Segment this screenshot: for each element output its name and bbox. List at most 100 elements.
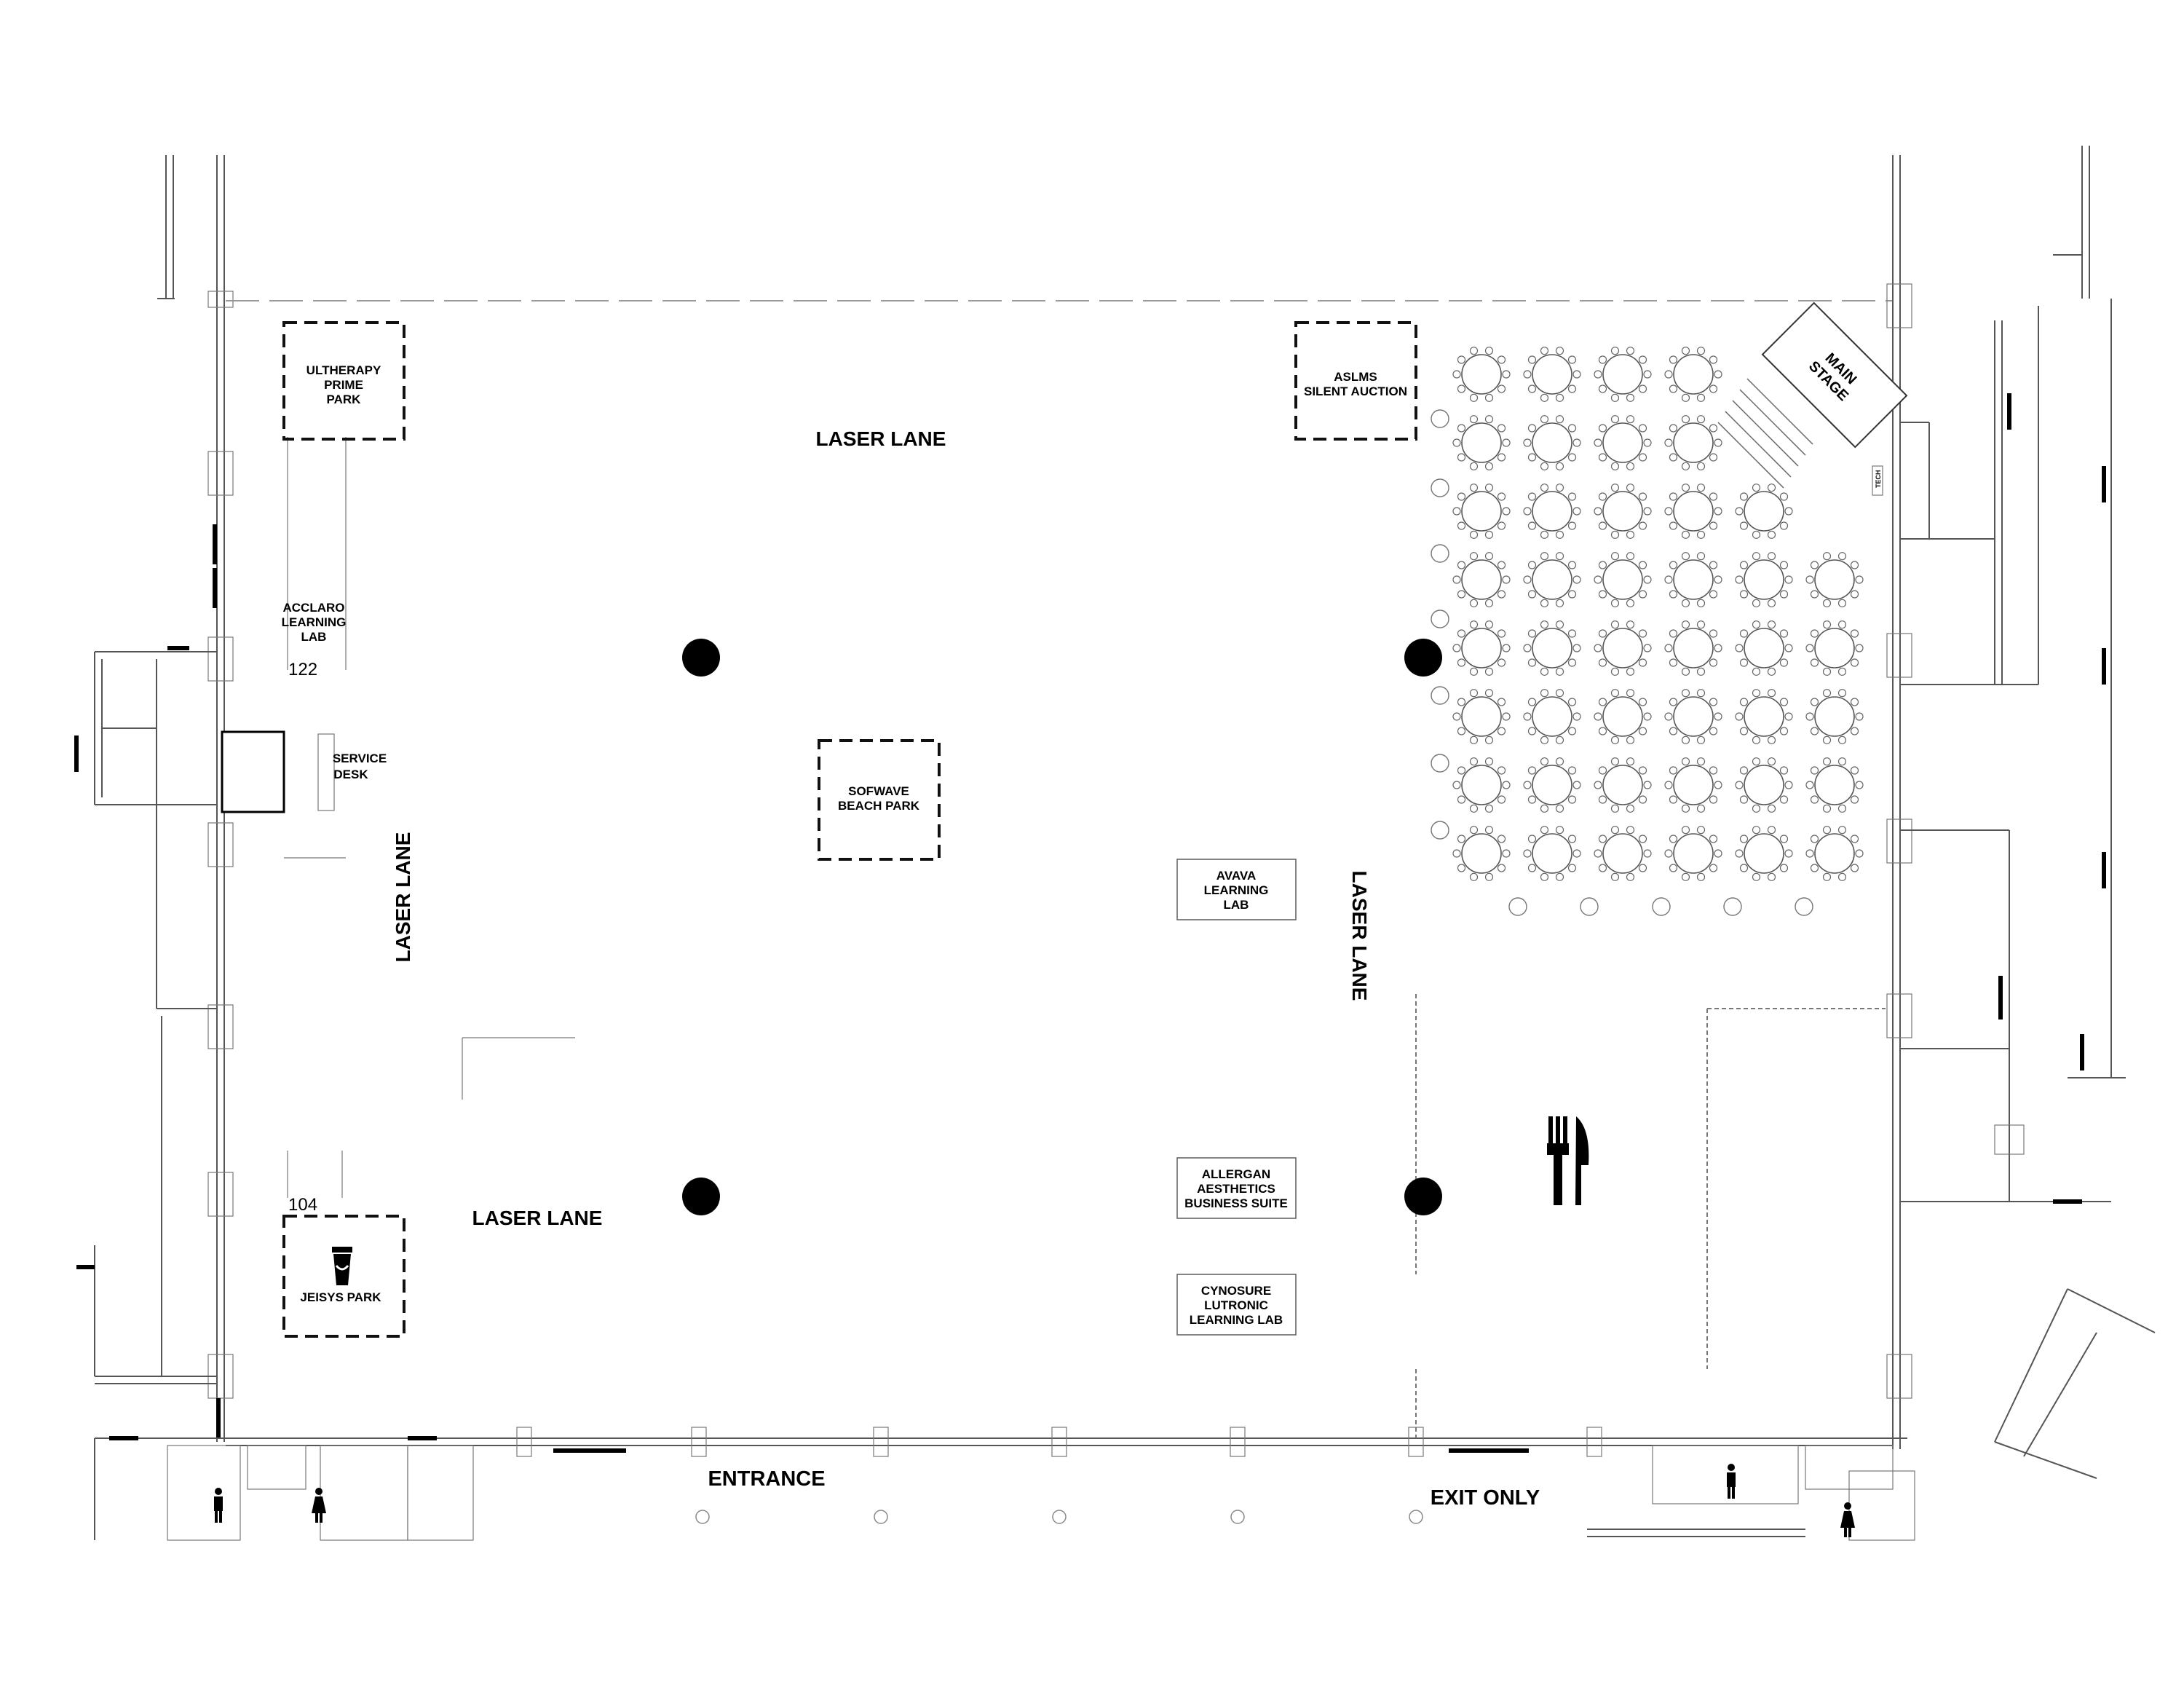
round-table — [1523, 689, 1581, 744]
restroom-women-icon — [1840, 1502, 1855, 1537]
fork-knife-icon — [1547, 1116, 1589, 1205]
round-table — [1594, 620, 1652, 676]
laser-lane-right: LASER LANE — [1348, 871, 1371, 1001]
round-table — [1523, 347, 1581, 402]
round-table — [1594, 415, 1652, 470]
zone-aslms[interactable] — [1294, 321, 1417, 441]
round-table — [1735, 757, 1793, 813]
laser-lane-left: LASER LANE — [392, 832, 414, 963]
round-table — [1664, 552, 1722, 607]
cocktail-table — [1795, 897, 1813, 916]
avava-label-3: LAB — [1224, 898, 1249, 912]
round-table — [1452, 347, 1511, 402]
coffee-cup-icon — [332, 1247, 352, 1285]
service-desk-label-1: SERVICE — [333, 752, 387, 765]
entrance-label: ENTRANCE — [708, 1467, 825, 1491]
cocktail-table — [1431, 754, 1449, 773]
stage-seating-rows — [1717, 378, 1813, 489]
exit-only-label: EXIT ONLY — [1431, 1486, 1540, 1510]
acclaro-label-3: LAB — [301, 630, 327, 644]
room-number-104: 104 — [288, 1195, 317, 1215]
cynosure-label-1: CYNOSURE — [1201, 1284, 1271, 1298]
building-walls — [74, 146, 2156, 1541]
allergan-label-3: BUSINESS SUITE — [1184, 1196, 1288, 1210]
round-table — [1523, 826, 1581, 881]
booth-cynosure[interactable] — [1176, 1274, 1297, 1336]
round-table — [1664, 826, 1722, 881]
laser-lane-top: LASER LANE — [816, 427, 946, 450]
round-table — [1805, 620, 1864, 676]
cocktail-table — [1431, 409, 1449, 428]
round-table — [1735, 826, 1793, 881]
round-table — [1594, 826, 1652, 881]
acclaro-label-2: LEARNING — [282, 615, 347, 629]
round-table — [1523, 552, 1581, 607]
zone-ultherapy[interactable] — [282, 321, 405, 441]
round-table — [1664, 347, 1722, 402]
round-table — [1523, 757, 1581, 813]
aslms-label-2: SILENT AUCTION — [1304, 384, 1407, 398]
aslms-label-1: ASLMS — [1334, 370, 1377, 384]
booth-allergan[interactable] — [1176, 1157, 1297, 1219]
round-table — [1735, 689, 1793, 744]
round-table — [1594, 757, 1652, 813]
round-table — [1664, 620, 1722, 676]
avava-label-2: LEARNING — [1204, 883, 1269, 897]
table-grid — [1452, 347, 1864, 881]
interior-partitions — [221, 437, 1886, 1438]
cynosure-label-3: LEARNING LAB — [1190, 1313, 1283, 1327]
cocktail-tables — [1431, 409, 1813, 916]
round-table — [1735, 552, 1793, 607]
cocktail-table — [1652, 897, 1671, 916]
round-table — [1594, 689, 1652, 744]
cocktail-table — [1431, 478, 1449, 497]
cynosure-label-2: LUTRONIC — [1204, 1298, 1268, 1312]
allergan-label-1: ALLERGAN — [1202, 1167, 1270, 1181]
zone-sofwave[interactable] — [818, 739, 941, 861]
room-number-122: 122 — [288, 660, 317, 679]
round-table — [1523, 484, 1581, 539]
round-table — [1805, 757, 1864, 813]
restroom-women-icon — [312, 1488, 326, 1523]
round-table — [1805, 826, 1864, 881]
round-table — [1594, 484, 1652, 539]
allergan-label-2: AESTHETICS — [1197, 1182, 1275, 1196]
ultherapy-label-3: PARK — [327, 393, 362, 406]
service-desk-label-2: DESK — [333, 768, 368, 781]
round-table — [1664, 757, 1722, 813]
tech-label: TECH — [1875, 470, 1882, 489]
restroom-men-icon — [1727, 1464, 1736, 1499]
round-table — [1452, 620, 1511, 676]
round-table — [1594, 347, 1652, 402]
round-table — [1664, 689, 1722, 744]
avava-label-1: AVAVA — [1216, 869, 1256, 883]
sofwave-label-2: BEACH PARK — [838, 799, 920, 813]
cocktail-table — [1431, 821, 1449, 840]
cocktail-table — [1431, 610, 1449, 628]
round-table — [1805, 552, 1864, 607]
round-table — [1594, 552, 1652, 607]
round-table — [1452, 826, 1511, 881]
zone-labels: ULTHERAPY PRIME PARK ASLMS SILENT AUCTIO… — [282, 363, 1407, 1327]
jeisys-label: JEISYS PARK — [300, 1290, 381, 1304]
column-icon — [682, 1178, 720, 1215]
round-table — [1452, 415, 1511, 470]
acclaro-label-1: ACCLARO — [283, 601, 345, 615]
round-table — [1523, 620, 1581, 676]
columns — [682, 639, 1442, 1215]
booth-avava[interactable] — [1176, 859, 1297, 920]
round-table — [1452, 689, 1511, 744]
column-icon — [1404, 1178, 1442, 1215]
cocktail-table — [1431, 686, 1449, 705]
column-icon — [1404, 639, 1442, 677]
main-stage[interactable]: MAIN STAGE — [1761, 301, 1908, 449]
cocktail-table — [1431, 544, 1449, 563]
ultherapy-label-1: ULTHERAPY — [306, 363, 381, 377]
round-table — [1735, 620, 1793, 676]
round-table — [1452, 552, 1511, 607]
zone-jeisys[interactable] — [282, 1215, 405, 1338]
round-table — [1805, 689, 1864, 744]
cocktail-table — [1723, 897, 1742, 916]
round-table — [1664, 484, 1722, 539]
